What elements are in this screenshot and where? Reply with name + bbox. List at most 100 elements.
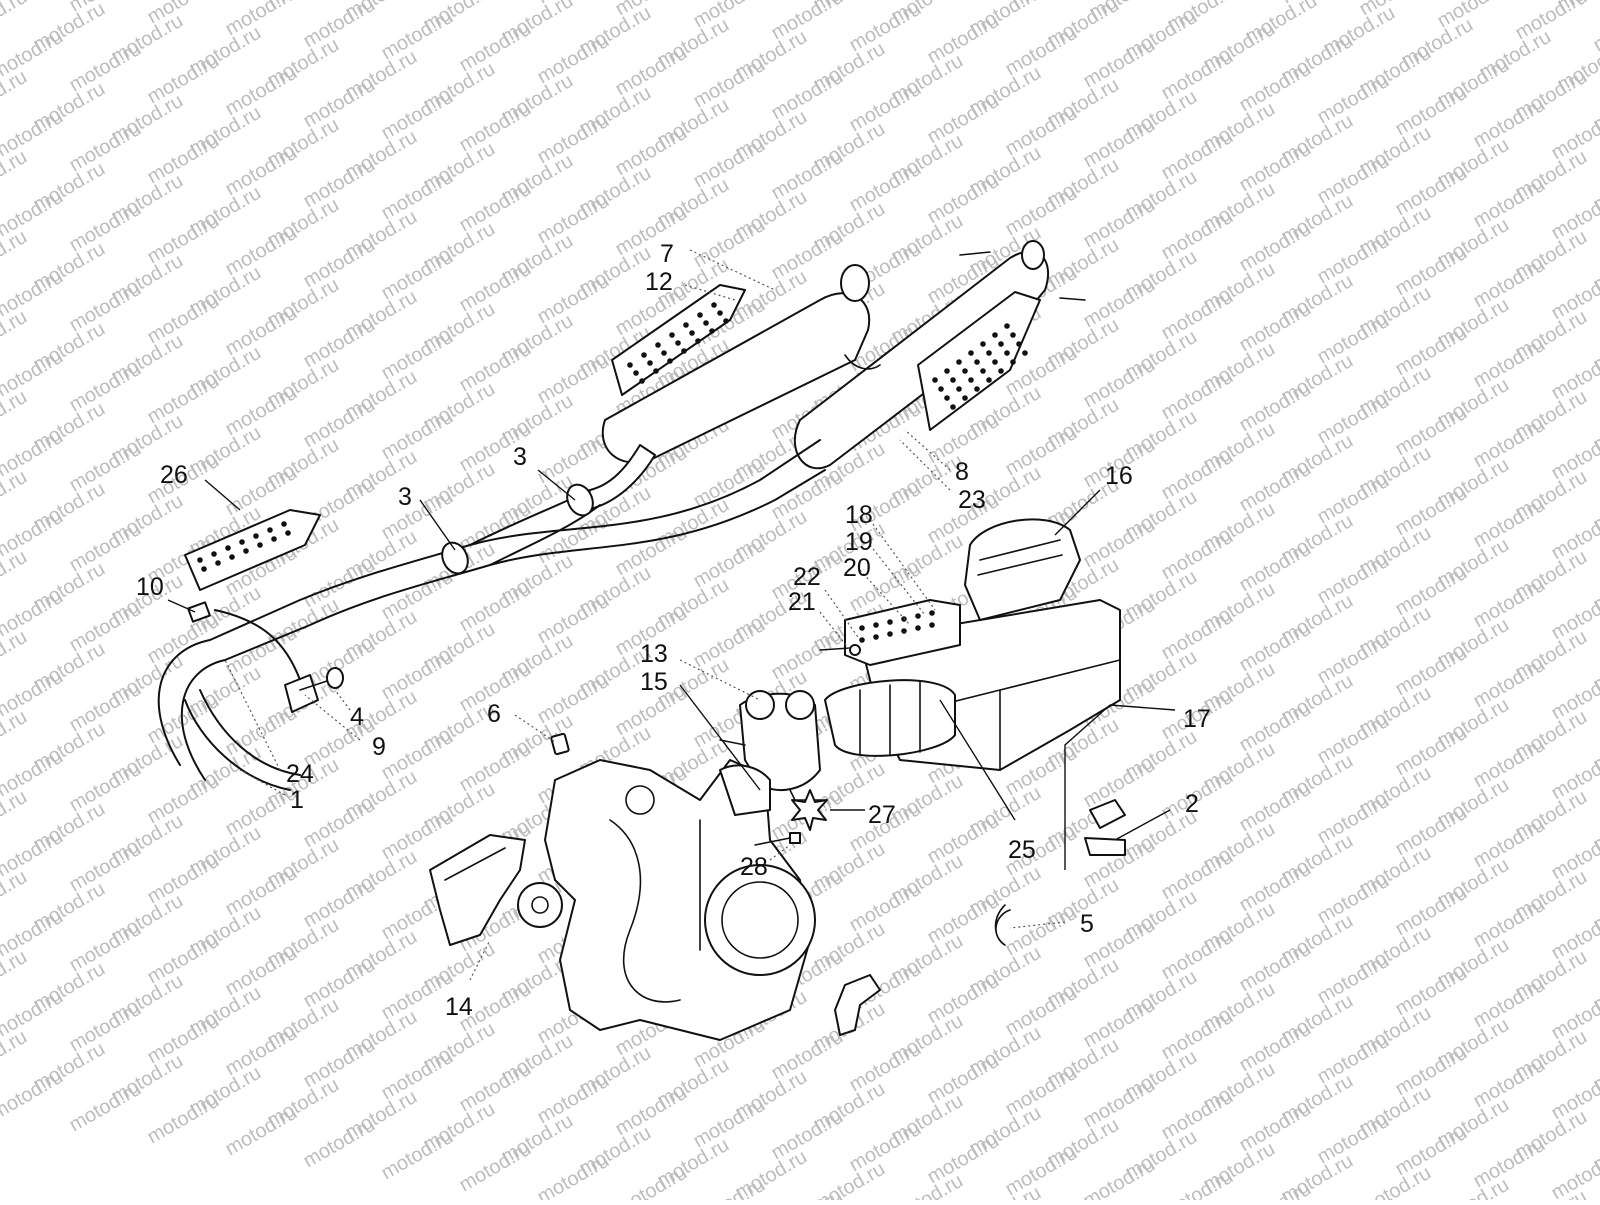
watermark-text: motod.ru [534,430,613,489]
watermark-text: motod.ru [222,142,301,201]
callout-26: 26 [160,461,188,489]
watermark-text: motod.ru [0,466,31,525]
perforation-hole [201,566,207,572]
perforation-hole [285,530,291,536]
watermark-text: motod.ru [924,90,1003,149]
perforation-hole [986,377,992,383]
watermark-text: motod.ru [456,498,535,557]
watermark-text: motod.ru [1158,1166,1237,1200]
watermark-text: motod.ru [1314,1110,1393,1169]
watermark-text: motod.ru [1392,562,1471,621]
callout-13: 13 [640,640,668,668]
watermark-text: motod.ru [222,222,301,281]
callout-24: 24 [286,760,314,788]
perforation-hole [655,342,661,348]
perforation-hole [962,395,968,401]
callout-21: 21 [788,588,816,616]
perforation-hole [717,310,723,316]
perforation-hole [709,328,715,334]
watermark-text: motod.ru [1158,206,1237,265]
watermark-text: motod.ru [924,10,1003,69]
watermark-text: motod.ru [1392,162,1471,221]
watermark-text: motod.ru [1158,926,1237,985]
watermark-text: motod.ru [300,1034,379,1093]
watermark-text: motod.ru [1236,298,1315,357]
perforation-hole [887,619,893,625]
watermark-text: motod.ru [300,0,379,52]
perforation-hole [873,622,879,628]
watermark-text: motod.ru [768,1106,847,1165]
watermark-text: motod.ru [1002,182,1081,241]
watermark-text: motod.ru [690,614,769,673]
perforation-hole [929,622,935,628]
watermark-text: motod.ru [768,226,847,285]
perforation-hole [627,362,633,368]
perforation-hole [711,302,717,308]
watermark-text: motod.ru [1158,846,1237,905]
watermark-text: motod.ru [1590,0,1600,56]
callout-23: 23 [958,486,986,514]
watermark-text: motod.ru [66,518,145,577]
watermark-text: motod.ru [1158,446,1237,505]
perforation-hole [229,554,235,560]
watermark-text: motod.ru [612,202,691,261]
watermark-text: motod.ru [1236,858,1315,917]
callout-25: 25 [1008,836,1036,864]
watermark-text: motod.ru [378,806,457,865]
watermark-text: motod.ru [300,394,379,453]
perforation-hole [956,386,962,392]
watermark-text: motod.ru [378,1046,457,1105]
watermark-text: motod.ru [1314,230,1393,289]
perforation-hole [980,368,986,374]
watermark-text: motod.ru [66,38,145,97]
watermark-text: motod.ru [1470,1054,1549,1113]
callout-3-upper: 3 [513,443,527,471]
watermark-text: motod.ru [846,158,925,217]
watermark-text: motod.ru [1392,82,1471,141]
perforation-hole [974,359,980,365]
watermark-text: motod.ru [1002,1062,1081,1121]
perforation-hole [689,330,695,336]
watermark-text: motod.ru [924,890,1003,949]
callout-3-lower: 3 [398,483,412,511]
watermark-text: motod.ru [768,1026,847,1085]
callout-16: 16 [1105,462,1133,490]
watermark-text: motod.ru [456,258,535,317]
watermark-text: motod.ru [1080,514,1159,573]
watermark-text: motod.ru [924,970,1003,1029]
watermark-text: motod.ru [144,130,223,189]
sprocket [518,883,562,927]
watermark-text: motod.ru [0,706,31,765]
watermark-text: motod.ru [456,1138,535,1197]
perforation-hole [998,368,1004,374]
perforation-hole [986,350,992,356]
callout-9: 9 [372,733,386,761]
callout-20: 20 [843,554,871,582]
watermark-text: motod.ru [300,874,379,933]
watermark-text: motod.ru [378,86,457,145]
watermark-text: motod.ru [690,1174,769,1200]
watermark-text: motod.ru [1314,390,1393,449]
callout-8: 8 [955,458,969,486]
watermark-text: motod.ru [378,646,457,705]
perforation-hole [915,613,921,619]
watermark-text: motod.ru [768,146,847,205]
watermark-text: motod.ru [768,626,847,685]
watermark-text: motod.ru [1236,618,1315,677]
perforation-hole [257,542,263,548]
perforation-hole [944,395,950,401]
perforation-hole [938,386,944,392]
watermark-text: motod.ru [1080,34,1159,93]
watermark-text: motod.ru [1002,902,1081,961]
watermark-text: motod.ru [300,954,379,1013]
watermark-text: motod.ru [456,578,535,637]
watermark-text: motod.ru [1002,982,1081,1041]
perforation-hole [669,332,675,338]
watermark-text: motod.ru [1314,550,1393,609]
engine [545,760,815,1040]
watermark-text: motod.ru [1080,274,1159,333]
perforation-hole [968,377,974,383]
watermark-text: motod.ru [144,850,223,909]
watermark-text: motod.ru [66,758,145,817]
